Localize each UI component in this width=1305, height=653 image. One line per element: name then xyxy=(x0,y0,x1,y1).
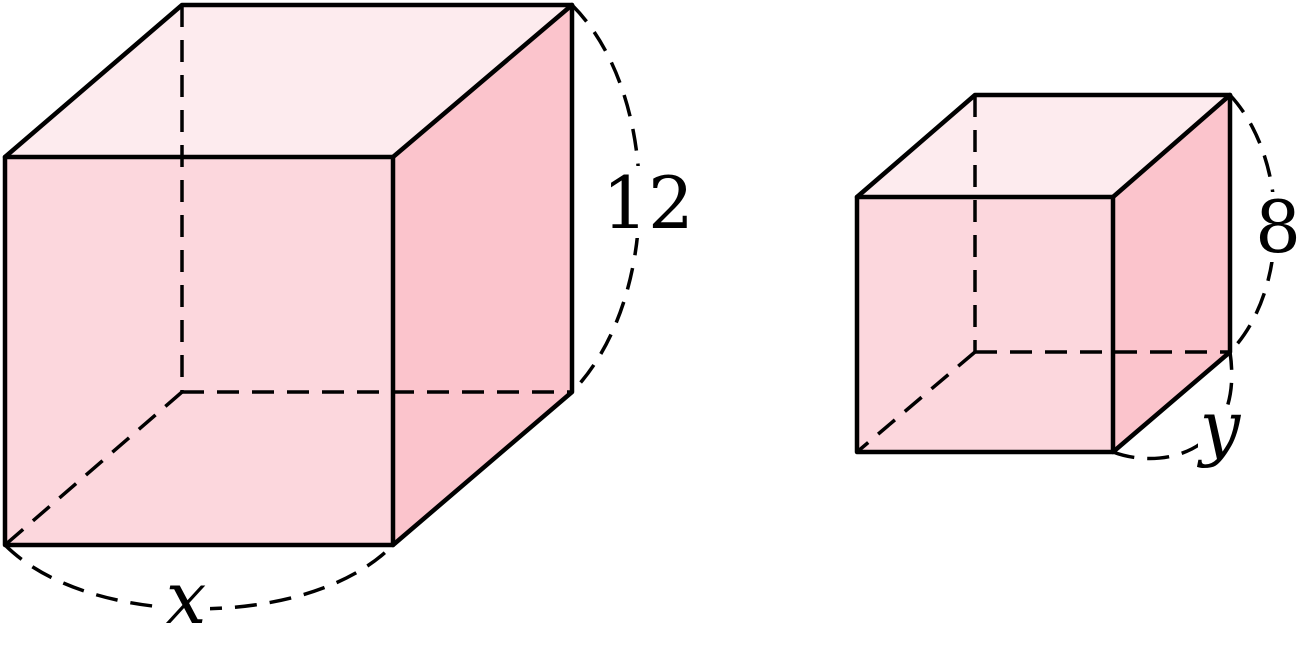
large-cube-height-arc xyxy=(570,3,642,394)
small-cube-width-label-background xyxy=(1198,406,1244,468)
large-cube-width-arc xyxy=(3,543,395,611)
small-cube-top-right-edge xyxy=(1110,92,1233,200)
small-cube-width-label: y xyxy=(1197,385,1242,469)
small-cube-height-label: 8 xyxy=(1255,185,1301,269)
small-cube-front-face xyxy=(857,197,1113,452)
small-cube-top-face xyxy=(857,95,1230,197)
large-cube-side-face xyxy=(393,5,572,545)
large-cube-front-face xyxy=(5,157,393,545)
large-cube-width-label-background xyxy=(160,578,210,630)
large-cube-hidden-depth-edge xyxy=(3,390,184,547)
large-cube-top-right-edge xyxy=(390,2,575,160)
small-cube-hidden-depth-edge xyxy=(855,350,977,454)
small-cube: 8 y xyxy=(854,92,1302,469)
large-cube-width-label: x xyxy=(166,556,207,640)
large-cube: 12 x xyxy=(2,2,694,640)
large-cube-top-face xyxy=(5,5,572,157)
large-cube-height-label-background xyxy=(604,166,692,238)
small-cube-side-face xyxy=(1113,95,1230,452)
small-cube-width-arc xyxy=(1112,351,1234,461)
large-cube-height-label: 12 xyxy=(602,161,694,245)
small-cube-height-label-background xyxy=(1252,192,1302,262)
